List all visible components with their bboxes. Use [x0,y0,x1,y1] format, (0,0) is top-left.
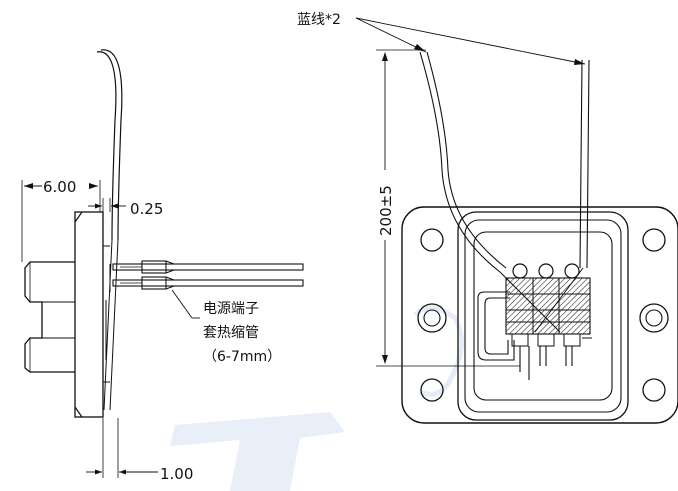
front-view: 蓝线*2 200±5 [297,12,678,424]
dim-bottom-label: 1.00 [160,465,193,483]
watermark [170,305,464,491]
blue-wire-label: 蓝线*2 [297,12,341,28]
note-line-3: （6-7mm） [203,349,281,365]
side-view: 6.00 0.25 1.00 电源端子 套热缩管 （6-7mm） [21,49,304,483]
dim-width-label: 6.00 [43,178,76,196]
note-line-1: 电源端子 [203,301,259,317]
dim-thickness-label: 0.25 [130,200,163,218]
note-line-2: 套热缩管 [203,325,259,341]
dim-length-label: 200±5 [377,185,395,236]
